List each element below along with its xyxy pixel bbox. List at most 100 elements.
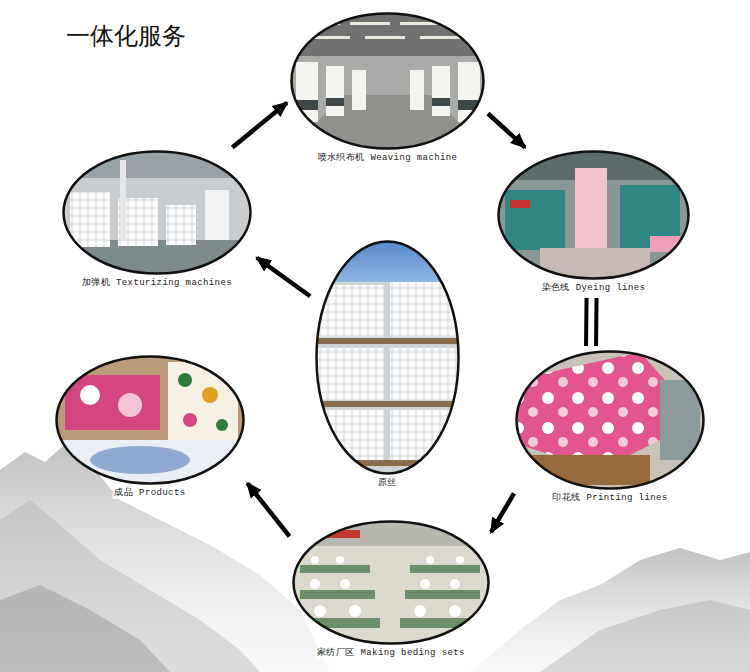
illustration-part — [183, 413, 197, 427]
photo-node: 原丝 — [315, 240, 460, 489]
illustration-part — [120, 160, 126, 240]
illustration-part — [326, 98, 344, 106]
illustration-part — [326, 66, 344, 116]
node-caption: 印花线 Printing lines — [550, 493, 669, 504]
illustration-part — [296, 62, 480, 122]
ink-mountains — [0, 440, 750, 672]
illustration-part — [314, 401, 464, 407]
ellipse-frame — [315, 240, 460, 475]
products-photo — [53, 353, 249, 490]
flow-arrow — [491, 493, 514, 532]
illustration-part — [450, 579, 460, 589]
photo-node: 加弹机 Texturizing machines — [62, 150, 252, 289]
illustration-part — [650, 236, 680, 252]
illustration-part — [432, 98, 450, 106]
illustration-part — [70, 192, 110, 247]
node-caption: 家纺厂区 Making beding sets — [315, 648, 467, 659]
illustration-part — [314, 338, 464, 344]
ellipse-outline — [317, 242, 459, 474]
illustration-part — [410, 70, 424, 110]
node-caption: 喷水织布机 Weaving machine — [316, 153, 460, 164]
illustration-part — [53, 353, 249, 488]
ellipse-outline — [499, 152, 689, 279]
printing-photo — [513, 348, 709, 493]
illustration-part — [166, 205, 196, 245]
illustration-part — [318, 348, 384, 400]
illustration-part — [80, 385, 100, 405]
illustration-part — [365, 36, 405, 39]
illustration-part — [420, 579, 430, 589]
illustration-part — [410, 565, 480, 573]
ellipse-frame — [62, 150, 252, 275]
ellipse-frame — [55, 355, 245, 485]
flow-arrow — [232, 103, 287, 148]
raw-yarn-photo — [314, 238, 464, 478]
ellipse-frame — [290, 12, 485, 150]
illustration-part — [449, 605, 461, 617]
illustration-part — [216, 419, 228, 431]
node-caption: 成品 Products — [112, 488, 187, 499]
ellipse-frame — [292, 520, 490, 645]
illustration-part — [426, 556, 434, 564]
illustration-part — [300, 565, 480, 628]
weaving-photo — [288, 10, 488, 154]
illustration-part — [296, 98, 480, 110]
illustration-part — [178, 373, 192, 387]
illustration-part — [458, 62, 480, 122]
illustration-part — [336, 556, 344, 564]
ellipse-frame — [497, 150, 690, 280]
flow-arrow — [247, 483, 289, 536]
illustration-part — [0, 440, 330, 672]
illustration-part — [414, 605, 426, 617]
illustration-part — [540, 600, 750, 672]
illustration-part — [505, 190, 565, 250]
illustration-part — [300, 590, 375, 599]
illustration-part — [314, 282, 464, 478]
illustration-part — [510, 200, 530, 208]
illustration-part — [288, 95, 488, 150]
illustration-part — [65, 375, 160, 430]
illustration-part — [205, 190, 229, 240]
illustration-part — [168, 362, 238, 442]
ellipse-outline — [57, 357, 244, 484]
illustration-part — [311, 556, 319, 564]
texturizing-photo — [60, 148, 256, 280]
ellipse-outline — [517, 352, 704, 489]
illustration-part — [300, 565, 370, 573]
workshop-photo — [290, 518, 494, 648]
photo-node: 印花线 Printing lines — [515, 350, 705, 504]
node-caption: 加弹机 Texturizing machines — [80, 278, 234, 289]
illustration-part — [405, 590, 480, 599]
illustration-part — [390, 282, 460, 337]
illustration-part — [470, 548, 750, 672]
illustration-part — [420, 36, 460, 39]
illustration-part — [340, 579, 350, 589]
illustration-part — [350, 22, 390, 25]
illustration-part — [495, 148, 695, 283]
illustration-part — [456, 556, 464, 564]
illustration-part — [202, 387, 218, 403]
ellipse-frame — [515, 350, 705, 490]
illustration-part — [288, 10, 488, 154]
flow-arrow — [257, 258, 310, 296]
ellipse-outline — [294, 522, 489, 644]
illustration-part — [118, 393, 142, 417]
flow-arrow — [488, 113, 525, 147]
photo-node: 喷水织布机 Weaving machine — [290, 12, 485, 164]
illustration-part — [390, 348, 460, 400]
ellipse-outline — [64, 152, 251, 274]
photo-node: 家纺厂区 Making beding sets — [292, 520, 490, 659]
illustration-part — [352, 70, 366, 110]
illustration-part — [314, 460, 464, 466]
illustration-part — [290, 518, 494, 648]
illustration-part — [349, 605, 361, 617]
illustration-part — [0, 585, 170, 672]
photo-node: 染色线 Dyeing lines — [497, 150, 690, 294]
node-caption: 原丝 — [376, 478, 399, 489]
page-title: 一体化服务 — [66, 21, 186, 51]
illustration-part — [90, 446, 190, 474]
